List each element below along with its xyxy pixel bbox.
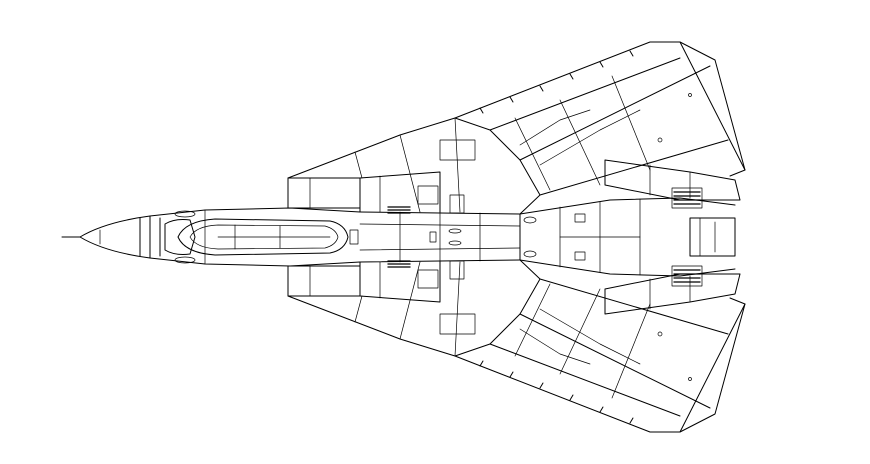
upper-vent-hatch [387,206,411,214]
upper-intake [287,171,441,214]
center-fuselage [359,211,521,263]
lower-wing [454,278,746,433]
lower-wing-ticks [479,360,634,424]
aircraft-outline-group [61,41,746,433]
lower-stabilizer [604,273,741,315]
forward-fuselage [149,207,361,267]
cockpit-canopy [177,218,359,256]
upper-wing-glove [287,117,541,215]
upper-stabilizer [604,159,741,201]
lower-intake [287,260,441,303]
upper-wing [454,41,746,196]
upper-wing-ticks [479,50,634,114]
lower-vent-hatch [387,260,411,268]
lower-wing-glove [287,259,541,357]
rear-fuselage [519,197,736,277]
nozzle-lower-hatch [673,269,701,283]
nozzle-upper-hatch [673,191,701,205]
nose-radome [61,215,151,259]
engine-nozzles [671,187,736,287]
